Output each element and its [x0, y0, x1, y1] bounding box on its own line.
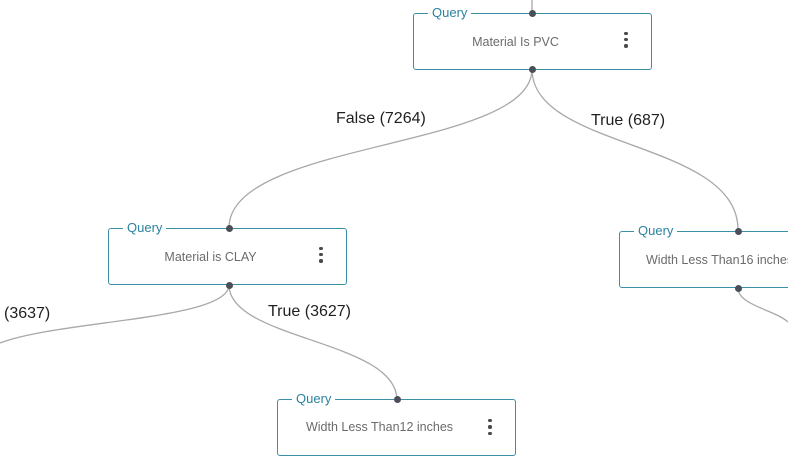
- edge-width16-out[interactable]: [737, 287, 788, 323]
- edge-pvc-false[interactable]: [228, 68, 533, 229]
- node-type-label: Query: [292, 391, 336, 407]
- output-port-pvc[interactable]: [528, 65, 536, 73]
- query-node-material-pvc[interactable]: Query Material Is PVC: [413, 5, 652, 70]
- edge-label-true: True (3627): [268, 303, 351, 320]
- edge-pvc-true[interactable]: [531, 68, 739, 231]
- node-title: Material is CLAY: [164, 249, 257, 264]
- input-port-width16[interactable]: [734, 227, 742, 235]
- more-options-icon[interactable]: [623, 31, 629, 52]
- node-type-label: Query: [634, 223, 678, 239]
- node-title: Width Less Than16 inches: [646, 252, 788, 267]
- query-node-width-16[interactable]: Query Width Less Than16 inches: [619, 223, 788, 288]
- edge-clay-true[interactable]: [228, 284, 398, 401]
- edge-label-true: True (687): [591, 112, 666, 129]
- more-options-icon[interactable]: [318, 246, 324, 267]
- query-node-material-clay[interactable]: Query Material is CLAY: [108, 220, 347, 285]
- more-options-icon[interactable]: [487, 419, 493, 439]
- input-port-clay[interactable]: [225, 224, 233, 232]
- edge-clay-false[interactable]: [0, 284, 230, 344]
- query-node-width-12[interactable]: Query Width Less Than12 inches: [277, 391, 516, 456]
- edge-label-false: False (7264): [336, 110, 426, 127]
- node-title: Material Is PVC: [472, 34, 559, 49]
- edge-label-false: (3637): [4, 305, 51, 322]
- node-type-label: Query: [428, 5, 472, 21]
- output-port-clay[interactable]: [225, 281, 233, 289]
- input-port-width12[interactable]: [393, 395, 401, 403]
- input-port-pvc[interactable]: [528, 9, 536, 17]
- node-title: Width Less Than12 inches: [305, 420, 454, 434]
- output-port-width16[interactable]: [734, 284, 742, 292]
- edge-layer: [0, 0, 788, 401]
- node-type-label: Query: [123, 220, 167, 236]
